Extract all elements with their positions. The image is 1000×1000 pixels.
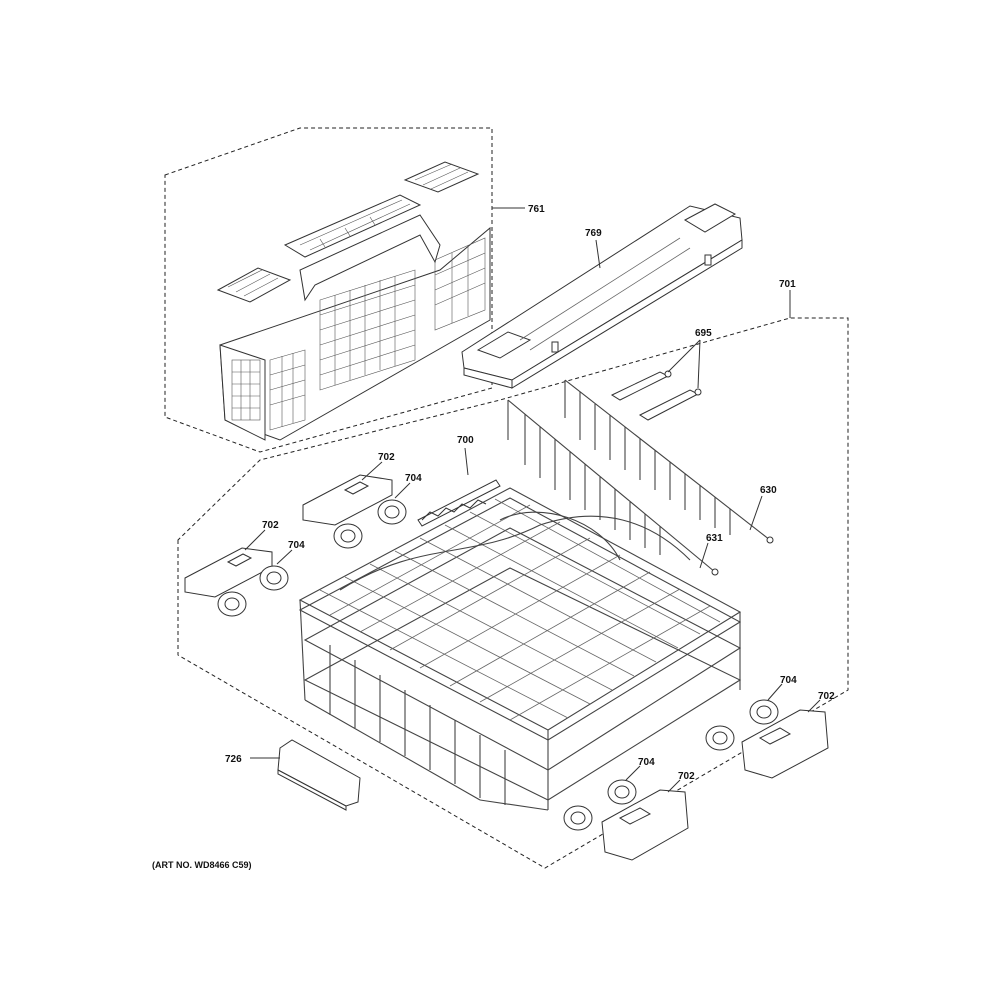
tine-clips	[610, 370, 702, 421]
part-label-700: 700	[457, 435, 474, 446]
basket-lid-center	[283, 194, 422, 258]
part-label-702-d: 702	[678, 771, 695, 782]
part-label-704-b: 704	[288, 540, 305, 551]
lower-rack-group-boundary	[177, 317, 849, 869]
rack-rail	[461, 203, 743, 389]
wheel-704-a	[377, 499, 407, 525]
leader-702-c	[807, 699, 821, 713]
leader-700	[464, 447, 469, 476]
leader-769	[595, 239, 601, 269]
insert-card-726	[277, 739, 361, 811]
leader-702-a	[361, 461, 383, 481]
wheel-carriage-702-a	[302, 474, 393, 526]
art-number: (ART NO. WD8466 C59)	[152, 860, 252, 870]
leader-704-a	[394, 482, 411, 499]
part-label-761: 761	[528, 204, 545, 215]
silverware-basket	[216, 161, 491, 441]
wheel-bracket-700	[417, 479, 501, 527]
leader-704-c	[767, 683, 783, 701]
part-label-704-d: 704	[638, 757, 655, 768]
leader-630	[749, 495, 763, 531]
tine-row-630	[564, 379, 774, 544]
wheel-704-d2	[563, 805, 593, 831]
part-label-695: 695	[695, 328, 712, 339]
leader-704-d	[625, 765, 641, 781]
wheel-704-d	[607, 779, 637, 805]
leader-702-d	[667, 779, 681, 793]
part-label-702-a: 702	[378, 452, 395, 463]
wheel-704-a2	[333, 523, 363, 549]
leader-695-a	[667, 339, 701, 373]
part-label-701: 701	[779, 279, 796, 290]
wheel-carriage-702-d	[601, 789, 689, 861]
lower-wire-rack	[298, 487, 742, 811]
part-label-630: 630	[760, 485, 777, 496]
basket-lid-left	[216, 267, 292, 303]
leader-702-b	[244, 529, 266, 551]
tine-row-631	[507, 399, 719, 576]
basket-lid-right	[403, 161, 480, 193]
silverware-basket-group-boundary	[164, 127, 493, 453]
wheel-704-b	[259, 565, 289, 591]
part-label-726: 726	[225, 754, 242, 765]
part-label-702-c: 702	[818, 691, 835, 702]
wheel-704-b2	[217, 591, 247, 617]
part-label-704-c: 704	[780, 675, 797, 686]
leader-631	[699, 542, 709, 569]
wheel-carriage-702-c	[741, 709, 829, 779]
leader-695-b	[697, 339, 701, 389]
part-label-704-a: 704	[405, 473, 422, 484]
part-label-769: 769	[585, 228, 602, 239]
part-label-702-b: 702	[262, 520, 279, 531]
wheel-704-c2	[705, 725, 735, 751]
leader-704-b	[276, 549, 293, 565]
wheel-carriage-702-b	[184, 547, 273, 598]
wheel-704-c	[749, 699, 779, 725]
part-label-631: 631	[706, 533, 723, 544]
